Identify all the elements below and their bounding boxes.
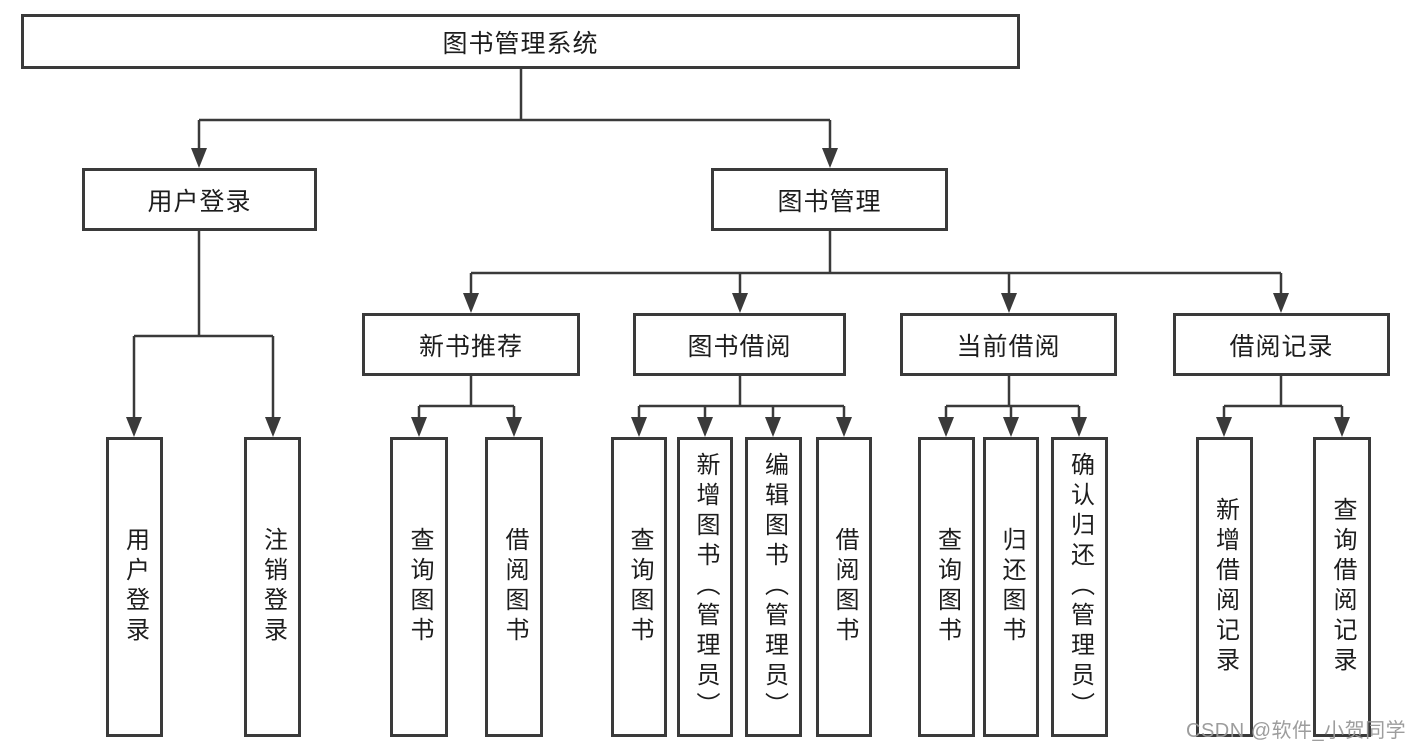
node-leaf-borrow-book-recommend: 借阅图书	[485, 437, 543, 737]
node-borrowing-records: 借阅记录	[1173, 313, 1390, 376]
node-leaf-add-book-admin: 新增图书（管理员）	[677, 437, 733, 737]
node-leaf-query-book-current: 查询图书	[918, 437, 975, 737]
node-leaf-add-borrow-record: 新增借阅记录	[1196, 437, 1253, 737]
node-leaf-borrow-book-borrowing: 借阅图书	[816, 437, 872, 737]
node-new-book-recommend: 新书推荐	[362, 313, 580, 376]
node-root: 图书管理系统	[21, 14, 1020, 69]
node-current-borrowing: 当前借阅	[900, 313, 1117, 376]
node-user-login: 用户登录	[82, 168, 317, 231]
node-leaf-query-book-recommend: 查询图书	[390, 437, 448, 737]
node-leaf-user-login: 用户登录	[106, 437, 163, 737]
node-leaf-query-book-borrowing: 查询图书	[611, 437, 667, 737]
node-leaf-confirm-return-admin: 确认归还（管理员）	[1051, 437, 1108, 737]
watermark-text: CSDN @软件_小贺同学	[1186, 720, 1405, 742]
node-leaf-return-book: 归还图书	[983, 437, 1039, 737]
node-leaf-query-borrow-record: 查询借阅记录	[1313, 437, 1371, 737]
node-leaf-logout: 注销登录	[244, 437, 301, 737]
node-book-borrowing: 图书借阅	[633, 313, 846, 376]
node-leaf-edit-book-admin: 编辑图书（管理员）	[745, 437, 802, 737]
node-book-management: 图书管理	[711, 168, 948, 231]
